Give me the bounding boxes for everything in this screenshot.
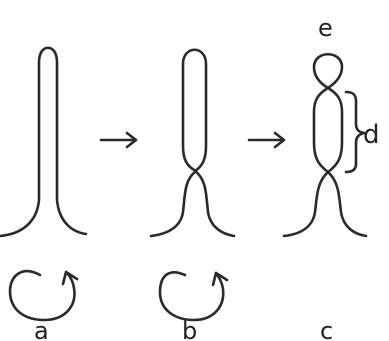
stage-b-rotation-arrow-icon [158,271,225,322]
arrow-b-to-c-head-icon [273,131,286,149]
stage-a-loop [0,46,88,238]
stage-b-arrowhead-icon [211,271,229,287]
brace-d-label: d [363,120,380,150]
brace-d: d [344,90,380,174]
label-e: e [318,14,333,42]
stage-a: a [0,46,88,341]
stage-b-label: b [182,317,197,341]
stage-c: c [282,52,368,341]
stage-c-label: c [320,317,333,341]
stage-a-label: a [34,317,49,341]
stage-a-rotation-arrow-icon [8,269,76,322]
stage-c-loop [282,52,368,238]
brace-d-bracket [344,90,366,174]
arrow-a-to-b [99,131,138,149]
stage-a-arrowhead-icon [61,270,79,286]
arrow-a-to-b-head-icon [125,131,138,149]
stage-b-loop [149,48,236,238]
stage-b: b [149,48,236,341]
arrow-b-to-c [247,131,286,149]
